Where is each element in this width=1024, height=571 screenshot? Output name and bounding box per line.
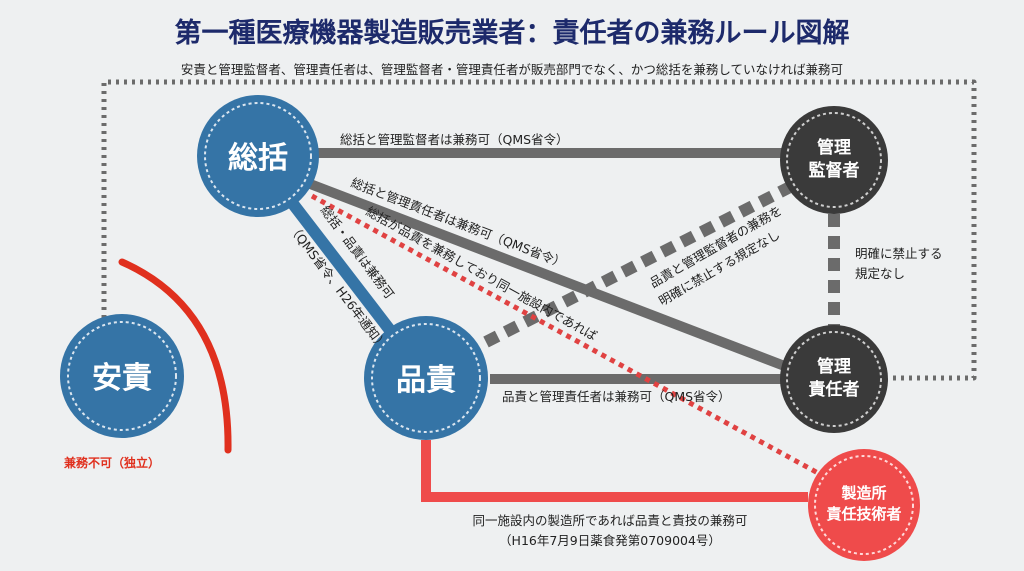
node-anseki: 安責 [60,314,184,438]
anseki-compat-frame [101,79,977,381]
label-kantokusha-sekininsha-1: 明確に禁止する [855,246,943,261]
node-seizousho: 製造所 責任技術者 [808,449,920,561]
anseki-independence-arc [118,258,232,454]
node-kantokusha-label-1: 管理 [817,137,851,158]
label-kantokusha-sekininsha-2: 規定なし [855,266,905,281]
node-hinseki-label: 品責 [396,363,456,398]
node-kanri-kantokusha: 管理 監督者 [780,106,888,214]
label-hinseki-seizousho-2: （H16年7月9日薬食発第0709004号） [499,533,721,548]
node-anseki-label: 安責 [92,361,152,396]
edge-soukatsu-hinseki [285,196,401,342]
label-anseki-note: 兼務不可（独立） [63,455,160,470]
label-hinseki-seizousho-1: 同一施設内の製造所であれば品責と責技の兼務可 [473,513,748,528]
node-sekininsha-label-2: 責任者 [809,379,860,400]
node-soukatsu: 総括 [197,95,319,217]
node-kantokusha-label-2: 監督者 [809,160,860,181]
edge-hinseki-seizousho [421,440,808,502]
page-title: 第一種医療機器製造販売業者：責任者の兼務ルール図解 [175,17,850,49]
edge-soukatsu-sekininsha [303,177,797,375]
subtitle: 安責と管理監督者、管理責任者は、管理監督者・管理責任者が販売部門でなく、かつ総括… [181,62,843,77]
label-hinseki-sekininsha: 品責と管理責任者は兼務可（QMS省令） [502,389,731,404]
node-seizousho-label-1: 製造所 [840,484,886,502]
node-sekininsha-label-1: 管理 [817,356,851,377]
edge-hinseki-kantokusha [483,180,795,348]
node-kanri-sekininsha: 管理 責任者 [780,325,888,433]
label-soukatsu-kantokusha: 総括と管理監督者は兼務可（QMS省令） [340,132,569,147]
node-seizousho-label-2: 責任技術者 [826,505,901,523]
node-soukatsu-label: 総括 [228,141,288,176]
node-hinseki: 品責 [364,316,488,440]
